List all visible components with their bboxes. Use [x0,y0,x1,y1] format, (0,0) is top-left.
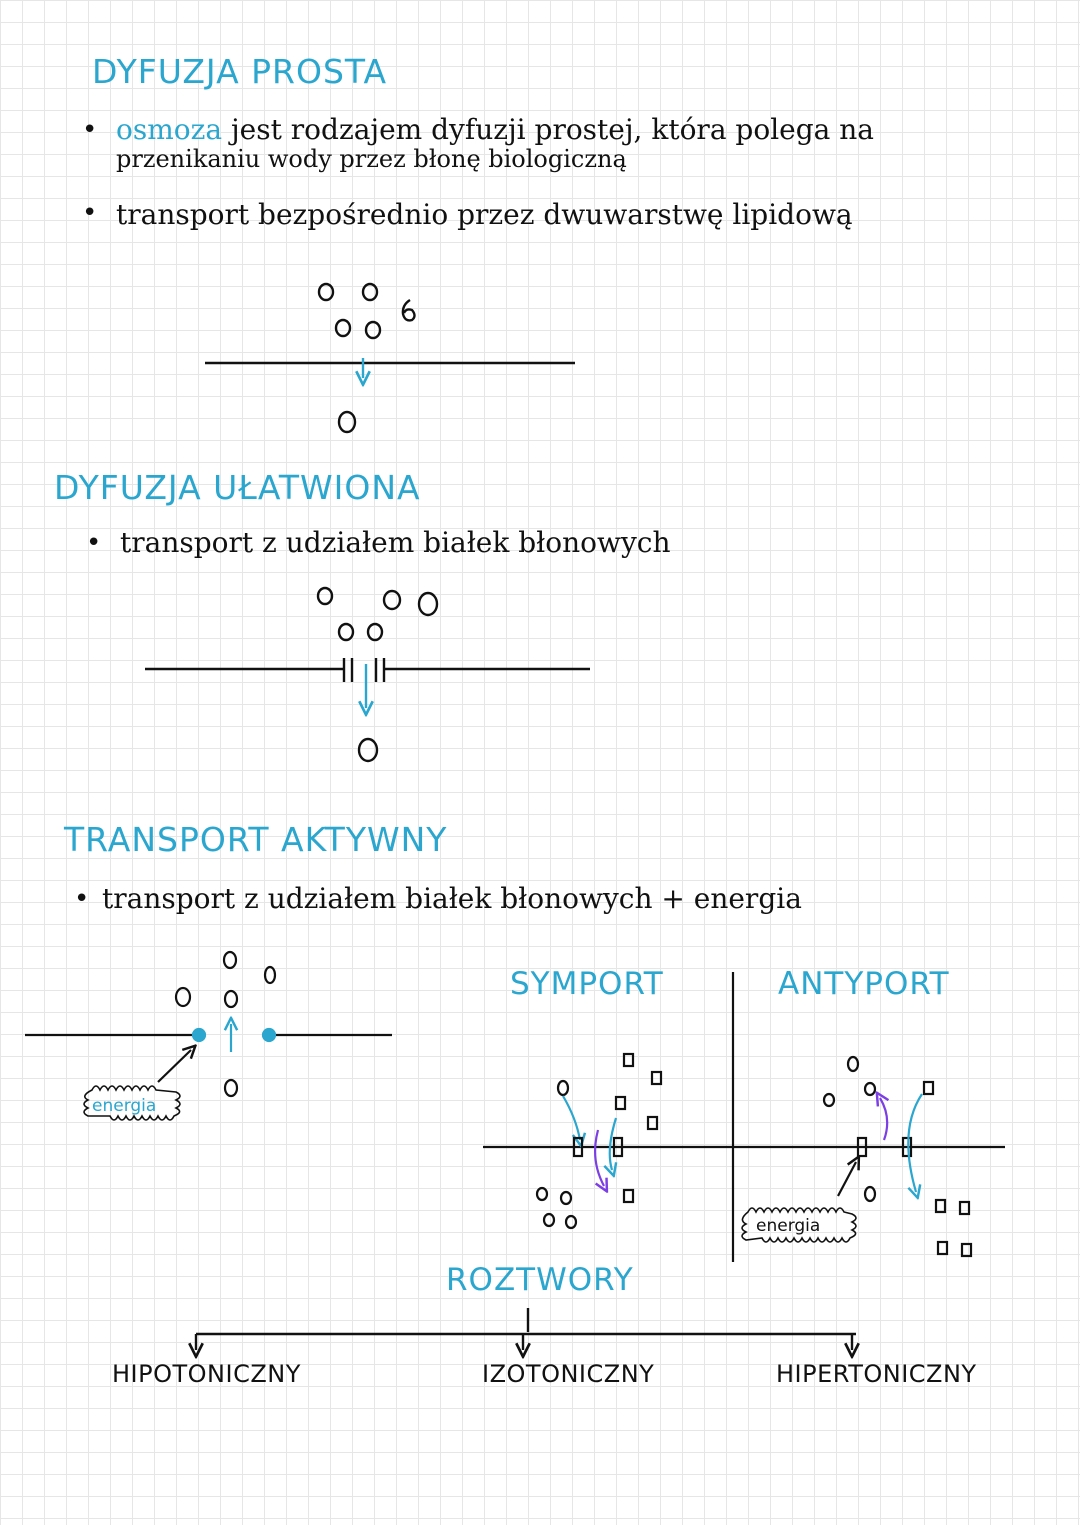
pump-protein [191,1027,207,1043]
section-title-facilitated-diffusion: DYFUZJA UŁATWIONA [54,468,421,507]
simple-diffusion-diagram [205,282,575,434]
antyport-label: ANTYPORT [778,966,950,1002]
osmosis-line-1: osmoza jest rodzajem dyfuzji prostej, kt… [116,113,874,146]
section-title-active-transport: TRANSPORT AKTYWNY [64,820,448,859]
arrow-icon [907,1093,923,1192]
molecule [863,1081,877,1097]
molecule [366,622,384,642]
arrow-icon [837,1162,856,1197]
energy-label: energia [92,1096,157,1116]
osmosis-term: osmoza [116,113,223,146]
solution-isotonic: IZOTONICZNY [482,1360,655,1388]
burst-icon [741,1207,857,1243]
molecule [317,282,335,302]
molecule [401,298,416,322]
molecule [364,320,382,340]
square-molecule [622,1188,635,1204]
carrier-protein [612,1136,624,1158]
molecule [337,410,357,434]
simple-bullet-2: transport bezpośrednio przez dwuwarstwę … [116,198,853,231]
molecule [556,1079,570,1097]
carrier-protein [856,1136,868,1158]
molecule [542,1212,556,1228]
bullet-marker: • [82,115,98,145]
carrier-protein [901,1136,913,1158]
molecule [316,586,334,606]
molecule [535,1186,549,1202]
solution-hypotonic: HIPOTONICZNY [112,1360,301,1388]
carrier-protein [572,1136,584,1158]
molecule [564,1214,578,1230]
molecule [822,1092,836,1108]
molecule [361,282,379,302]
arrow-icon [562,1095,580,1140]
molecule [334,318,352,338]
arrow-icon [880,1098,887,1141]
square-molecule [934,1198,947,1214]
solutions-title: ROZTWORY [446,1262,634,1298]
molecule [337,622,355,642]
arrow-icon [610,1117,616,1170]
molecule [174,986,192,1008]
pump-protein [261,1027,277,1043]
osmosis-line-2: przenikaniu wody przez błonę biologiczną [116,145,627,173]
molecule [223,1078,239,1098]
active-transport-diagram [25,950,392,1121]
bullet-marker: • [86,528,102,558]
molecule [382,589,402,611]
molecule [222,950,238,970]
square-molecule [958,1200,971,1216]
arrow-icon [593,1129,604,1186]
symport-antyport-diagram [483,972,1005,1262]
energy-label-antyport: energia [756,1216,821,1236]
burst-icon [83,1085,181,1121]
square-molecule [936,1240,949,1256]
arrow-icon [157,1050,191,1083]
molecule [357,737,379,763]
osmosis-definition: jest rodzajem dyfuzji prostej, która pol… [231,113,874,146]
square-molecule [622,1052,635,1068]
square-molecule [614,1095,627,1111]
molecule [846,1055,860,1073]
bullet-marker: • [82,198,98,228]
square-molecule [960,1242,973,1258]
molecule [863,1185,877,1203]
facilitated-diffusion-diagram [145,586,590,763]
facilitated-bullet-1: transport z udziałem białek błonowych [120,526,671,559]
active-bullet-1: transport z udziałem białek błonowych + … [102,882,802,915]
molecule [223,989,239,1009]
molecule [417,591,439,617]
square-molecule [650,1070,663,1086]
section-title-simple-diffusion: DYFUZJA PROSTA [92,52,388,91]
symport-label: SYMPORT [510,966,664,1002]
solutions-tree [196,1308,856,1350]
bullet-marker: • [74,884,90,914]
solution-hypertonic: HIPERTONICZNY [776,1360,977,1388]
square-molecule [646,1115,659,1131]
molecule [559,1190,573,1206]
molecule [263,965,277,985]
square-molecule [922,1080,935,1096]
